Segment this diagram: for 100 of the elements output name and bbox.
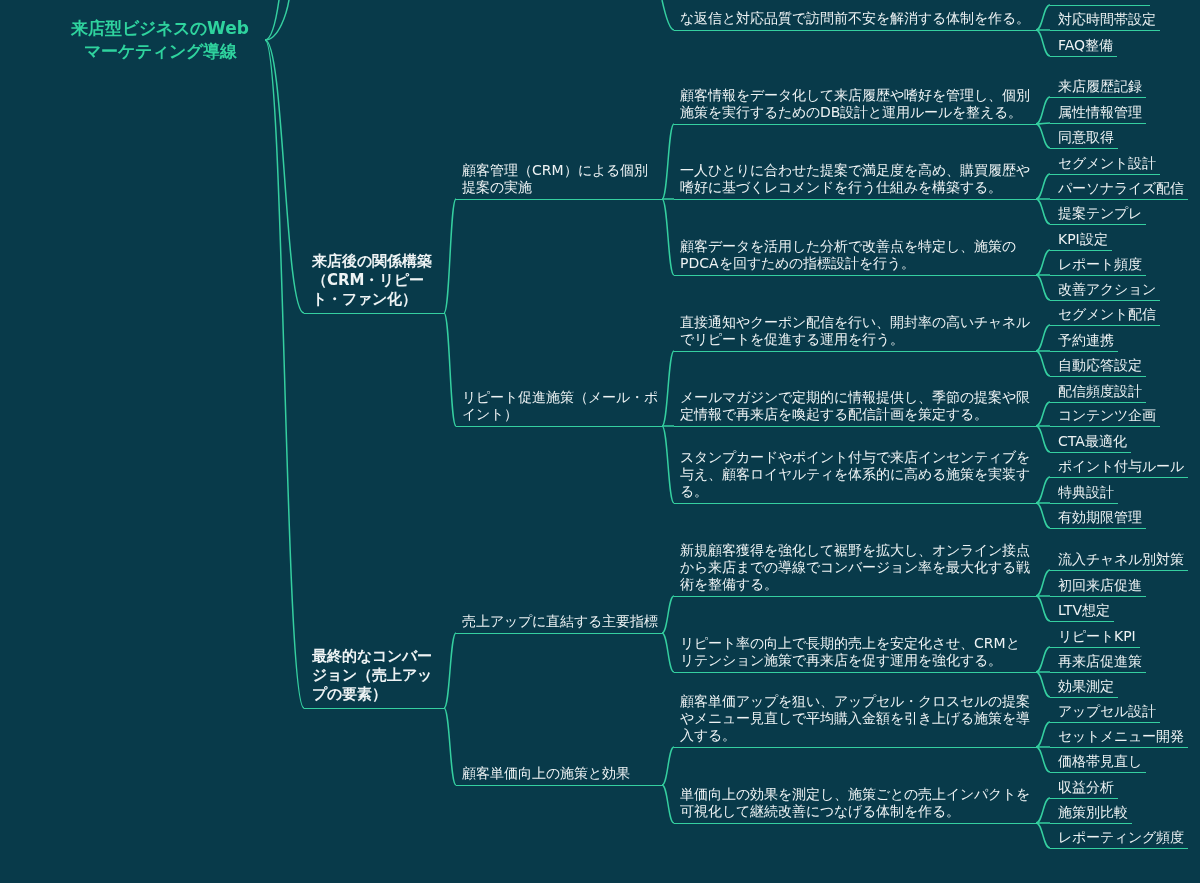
branch-topic: 最終的なコンバージョン（売上アップの要素） bbox=[304, 646, 444, 709]
branch-line bbox=[661, 198, 675, 200]
leaf-topic: 流入チャネル別対策 bbox=[1050, 550, 1188, 571]
leaf-topic: パーソナライズ配信 bbox=[1050, 179, 1188, 200]
leaf-topic: CTA最適化 bbox=[1050, 432, 1131, 453]
branch-line bbox=[1035, 646, 1051, 673]
branch-line bbox=[661, 595, 675, 634]
branch-line bbox=[1035, 671, 1051, 698]
branch-line bbox=[1035, 122, 1051, 125]
branch-line bbox=[661, 632, 675, 673]
branch-line bbox=[264, 0, 280, 41]
leaf-topic: レポート頻度 bbox=[1050, 255, 1146, 276]
leaf-line bbox=[1050, 4, 1150, 6]
branch-line bbox=[264, 39, 305, 709]
description-text: メールマガジンで定期的に情報提供し、季節の提案や限定情報で再来店を喚起する配信計画を策定する。 bbox=[674, 388, 1036, 427]
leaf-topic: FAQ整備 bbox=[1050, 36, 1118, 57]
branch-line bbox=[1035, 173, 1051, 200]
subtopic: リピート促進施策（メール・ポイント） bbox=[456, 388, 662, 427]
leaf-topic: 価格帯見直し bbox=[1050, 752, 1146, 773]
branch-line bbox=[661, 0, 675, 31]
branch-line bbox=[1035, 746, 1051, 748]
branch-line bbox=[1035, 476, 1051, 504]
description-text: な返信と対応品質で訪問前不安を解消する体制を作る。 bbox=[674, 9, 1036, 31]
branch-line bbox=[443, 198, 457, 314]
branch-line bbox=[1035, 425, 1051, 453]
branch-line bbox=[443, 632, 457, 709]
branch-line bbox=[1035, 4, 1051, 31]
branch-line bbox=[1035, 198, 1051, 200]
central-topic: 来店型ビジネスのWebマーケティング導線 bbox=[70, 17, 265, 63]
branch-line bbox=[1035, 502, 1051, 529]
description-text: 新規顧客獲得を強化して裾野を拡大し、オンライン接点から来店までの導線でコンバージョン率を最大化する戦術を整備する。 bbox=[674, 541, 1036, 597]
leaf-topic: 来店履歴記録 bbox=[1050, 77, 1146, 98]
branch-line bbox=[661, 198, 675, 276]
branch-line bbox=[1035, 425, 1051, 427]
leaf-topic: リピートKPI bbox=[1050, 627, 1140, 648]
leaf-topic: アップセル設計 bbox=[1050, 702, 1160, 723]
branch-line bbox=[1035, 569, 1051, 597]
branch-line bbox=[1035, 249, 1051, 276]
leaf-topic: KPI設定 bbox=[1050, 230, 1112, 251]
leaf-topic: 同意取得 bbox=[1050, 128, 1118, 149]
branch-line bbox=[1035, 274, 1051, 301]
branch-line bbox=[264, 0, 290, 41]
leaf-topic: レポーティング頻度 bbox=[1050, 828, 1188, 849]
description-text: 直接通知やクーポン配信を行い、開封率の高いチャネルでリピートを促進する運用を行う。 bbox=[674, 313, 1036, 352]
leaf-topic: 配信頻度設計 bbox=[1050, 382, 1146, 403]
description-text: 顧客データを活用した分析で改善点を特定し、施策のPDCAを回すための指標設計を行う。 bbox=[674, 237, 1036, 276]
leaf-topic: 対応時間帯設定 bbox=[1050, 10, 1160, 31]
leaf-topic: ポイント付与ルール bbox=[1050, 457, 1188, 478]
branch-line bbox=[1035, 671, 1051, 673]
branch-line bbox=[1035, 746, 1051, 773]
leaf-topic: 属性情報管理 bbox=[1050, 103, 1146, 124]
leaf-topic: 予約連携 bbox=[1050, 331, 1118, 352]
leaf-topic: 効果測定 bbox=[1050, 677, 1118, 698]
branch-line bbox=[1035, 595, 1051, 597]
branch-line bbox=[443, 707, 457, 786]
description-text: スタンプカードやポイント付与で来店インセンティブを与え、顧客ロイヤルティを体系的に高める施策を実装する。 bbox=[674, 448, 1036, 504]
branch-line bbox=[1035, 123, 1051, 149]
description-text: 一人ひとりに合わせた提案で満足度を高め、購買履歴や嗜好に基づくレコメンドを行う仕組みを構築する。 bbox=[674, 161, 1036, 200]
branch-line bbox=[1035, 502, 1051, 504]
branch-line bbox=[1035, 822, 1051, 849]
leaf-topic: 再来店促進策 bbox=[1050, 652, 1146, 673]
subtopic: 顧客単価向上の施策と効果 bbox=[456, 764, 662, 786]
leaf-topic: 改善アクション bbox=[1050, 280, 1160, 301]
leaf-topic: 初回来店促進 bbox=[1050, 576, 1146, 597]
branch-line bbox=[661, 746, 675, 786]
branch-line bbox=[661, 784, 675, 824]
branch-line bbox=[661, 425, 675, 504]
description-text: リピート率の向上で長期的売上を安定化させ、CRMとリテンション施策で再来店を促す運用を強化する。 bbox=[674, 634, 1036, 673]
leaf-topic: 提案テンプレ bbox=[1050, 204, 1146, 225]
branch-line bbox=[1035, 198, 1051, 225]
description-text: 単価向上の効果を測定し、施策ごとの売上インパクトを可視化して継続改善につなげる体制を作る。 bbox=[674, 785, 1036, 824]
branch-line bbox=[661, 425, 675, 427]
leaf-topic: セットメニュー開発 bbox=[1050, 727, 1188, 748]
branch-line bbox=[1035, 797, 1051, 824]
branch-topic: 来店後の関係構築（CRM・リピート・ファン化） bbox=[304, 251, 444, 314]
branch-line bbox=[1035, 274, 1051, 276]
description-text: 顧客単価アップを狙い、アップセル・クロスセルの提案やメニュー見直しで平均購入金額を引き上げる施策を導入する。 bbox=[674, 692, 1036, 748]
branch-line bbox=[1035, 721, 1051, 748]
leaf-topic: 収益分析 bbox=[1050, 778, 1118, 799]
leaf-topic: 施策別比較 bbox=[1050, 803, 1132, 824]
leaf-topic: 自動応答設定 bbox=[1050, 356, 1146, 377]
branch-line bbox=[1035, 822, 1051, 824]
branch-line bbox=[1035, 350, 1051, 352]
branch-line bbox=[1035, 324, 1051, 352]
branch-line bbox=[661, 350, 675, 427]
leaf-topic: セグメント設計 bbox=[1050, 154, 1160, 175]
leaf-topic: LTV想定 bbox=[1050, 601, 1114, 622]
leaf-topic: 有効期限管理 bbox=[1050, 508, 1146, 529]
leaf-topic: 特典設計 bbox=[1050, 483, 1118, 504]
description-text: 顧客情報をデータ化して来店履歴や嗜好を管理し、個別施策を実行するためのDB設計と運用ルールを整える。 bbox=[674, 86, 1036, 125]
branch-line bbox=[264, 39, 305, 314]
subtopic: 売上アップに直結する主要指標 bbox=[456, 612, 662, 634]
branch-line bbox=[1035, 350, 1051, 377]
leaf-topic: コンテンツ企画 bbox=[1050, 406, 1160, 427]
subtopic: 顧客管理（CRM）による個別提案の実施 bbox=[456, 161, 662, 200]
branch-line bbox=[1035, 96, 1051, 125]
branch-line bbox=[1035, 401, 1051, 427]
leaf-topic: セグメント配信 bbox=[1050, 305, 1160, 326]
branch-line bbox=[661, 123, 675, 200]
branch-line bbox=[1035, 595, 1051, 622]
